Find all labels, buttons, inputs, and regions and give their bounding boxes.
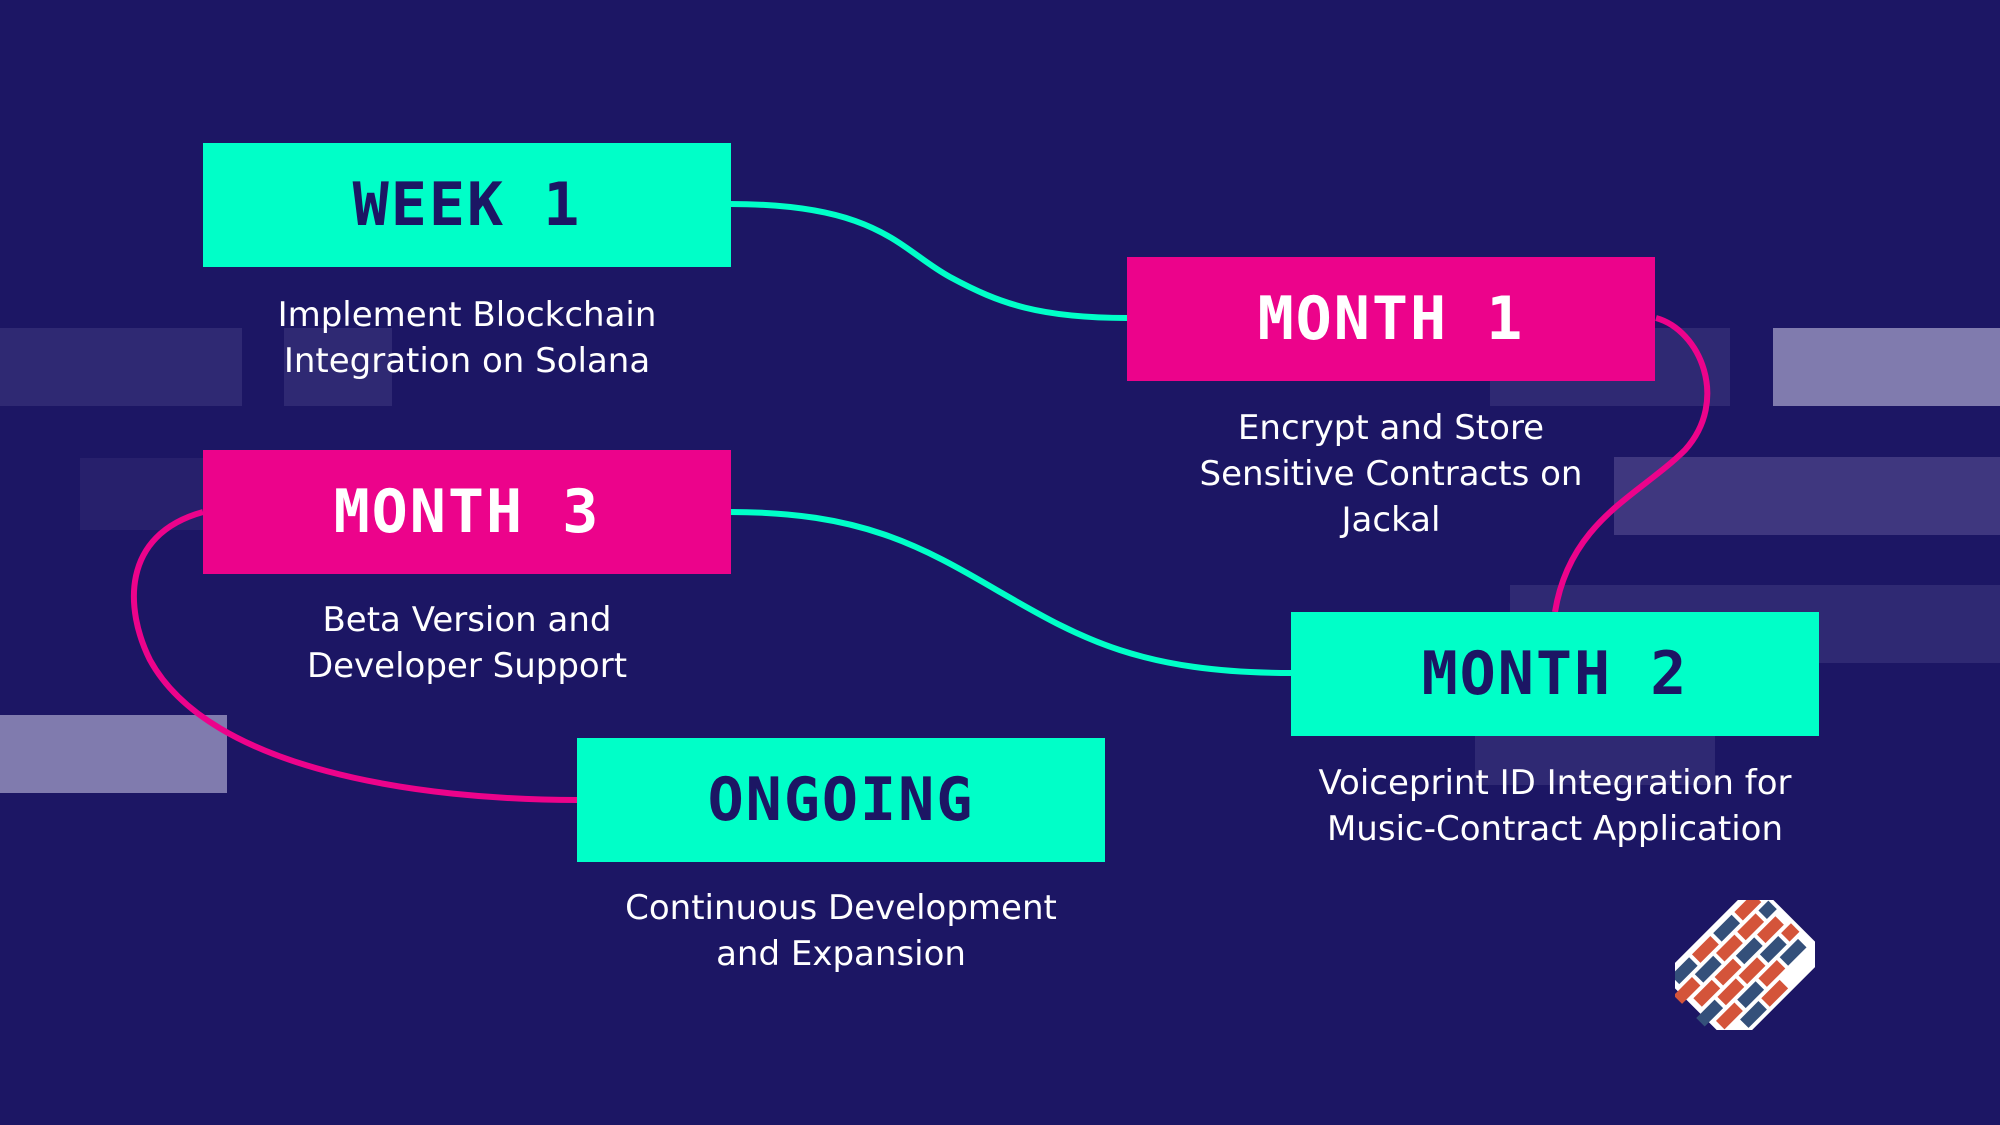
milestone-month2-box: MONTH 2 (1291, 612, 1819, 736)
connector-month3-month2 (729, 509, 1293, 676)
milestone-month2-label: MONTH 2 (1421, 639, 1689, 709)
background-block (0, 328, 242, 406)
milestone-ongoing-box: ONGOING (577, 738, 1105, 862)
background-block (1773, 328, 2000, 406)
milestone-month1-label: MONTH 1 (1257, 284, 1525, 354)
milestone-month3-label: MONTH 3 (333, 477, 601, 547)
milestone-week1-description: Implement Blockchain Integration on Sola… (277, 295, 657, 381)
brick-wall-icon (1675, 900, 1815, 1030)
connector-week1-month1 (729, 201, 1129, 321)
milestone-month3-description: Beta Version and Developer Support (306, 600, 628, 686)
connector-month3-ongoing (130, 509, 579, 803)
background-block (1614, 457, 2000, 535)
background-block (0, 715, 227, 793)
milestone-month1-box: MONTH 1 (1127, 257, 1655, 381)
milestone-ongoing-label: ONGOING (707, 765, 975, 835)
background-block (1475, 735, 1715, 785)
milestone-week1-box: WEEK 1 (203, 143, 731, 267)
milestone-month3-box: MONTH 3 (203, 450, 731, 574)
milestone-ongoing-description: Continuous Development and Expansion (625, 888, 1057, 974)
milestone-month1-description: Encrypt and Store Sensitive Contracts on… (1199, 408, 1583, 540)
background-block (284, 328, 392, 406)
milestone-month2-description: Voiceprint ID Integration for Music-Cont… (1318, 763, 1792, 849)
milestone-week1-label: WEEK 1 (352, 170, 582, 240)
connector-month1-month2 (1552, 315, 1711, 613)
